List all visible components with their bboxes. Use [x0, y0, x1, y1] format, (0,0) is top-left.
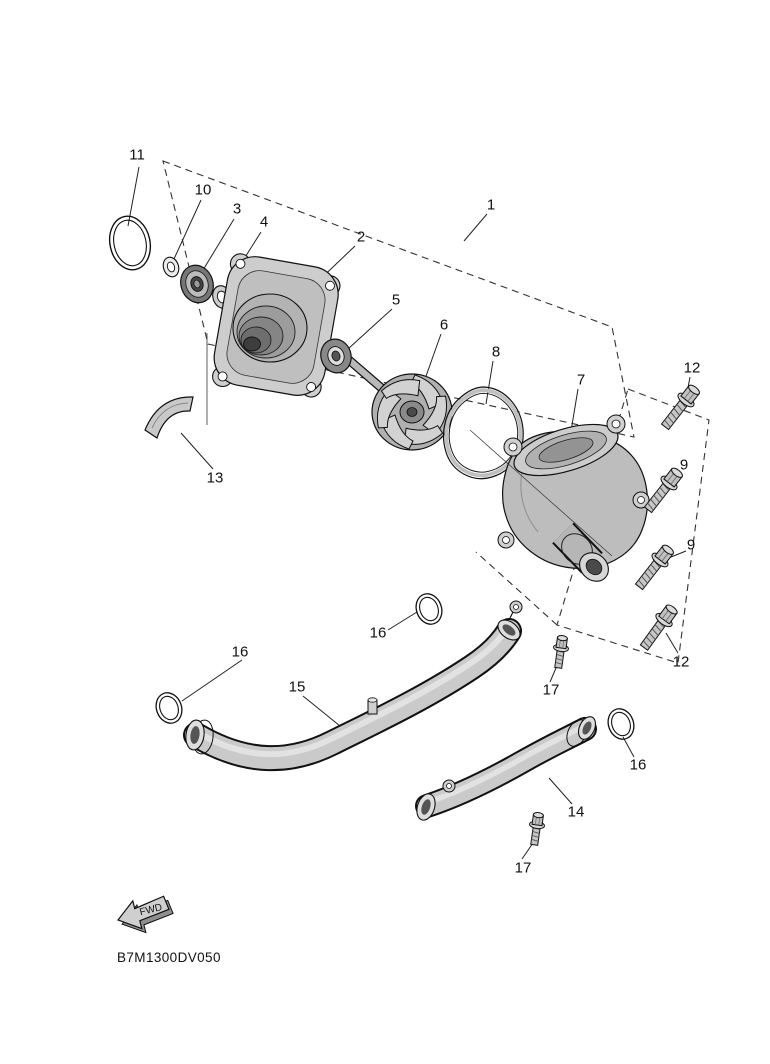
drawing-code: B7M1300DV050 — [117, 950, 221, 965]
callout-1: 1 — [486, 196, 496, 214]
fwd-arrow: FWD — [117, 895, 174, 934]
callout-10: 10 — [194, 181, 212, 199]
part-7-housing-drawing — [469, 414, 650, 582]
callout-5: 5 — [391, 291, 401, 309]
callout-9-b: 9 — [686, 536, 696, 554]
callout-13: 13 — [206, 469, 224, 487]
callout-4: 4 — [259, 213, 269, 231]
part-6-impeller-drawing — [371, 373, 453, 451]
part-2-cover-drawing — [212, 253, 341, 398]
part-17-bolt-top-drawing — [550, 634, 571, 670]
part-17-bolt-bottom-drawing — [526, 811, 547, 847]
callout-12-a: 12 — [683, 359, 701, 377]
part-12-bolt-bottom-drawing — [635, 600, 682, 654]
callout-2: 2 — [356, 228, 366, 246]
callout-16-b: 16 — [231, 643, 249, 661]
callout-17-b: 17 — [514, 859, 532, 877]
callout-17-a: 17 — [542, 681, 560, 699]
part-11-oring-drawing — [108, 215, 152, 271]
callout-8: 8 — [491, 343, 501, 361]
part-16-oring-mid-drawing — [415, 593, 443, 625]
part-16-oring-left-drawing — [155, 692, 183, 724]
callout-3: 3 — [232, 200, 242, 218]
part-13-seal-drawing — [144, 396, 194, 439]
callout-15: 15 — [288, 678, 306, 696]
part-14-pipe-drawing — [415, 716, 597, 821]
part-16-oring-right-drawing — [607, 708, 635, 740]
callout-16-c: 16 — [629, 756, 647, 774]
leader-lines — [127, 166, 691, 860]
part-12-bolt-top-drawing — [657, 381, 704, 434]
part-10-washer-drawing — [162, 256, 180, 278]
callout-16-a: 16 — [369, 624, 387, 642]
callout-7: 7 — [576, 371, 586, 389]
fwd-label: FWD — [139, 902, 164, 918]
callout-11: 11 — [129, 146, 145, 164]
part-8-gasket-drawing — [443, 386, 524, 480]
callout-14: 14 — [567, 803, 585, 821]
part-5-seal-drawing — [320, 338, 352, 374]
callout-12-b: 12 — [672, 653, 690, 671]
callout-6: 6 — [439, 316, 449, 334]
part-9-bolt-bottom-drawing — [631, 541, 678, 594]
callout-9-a: 9 — [679, 456, 689, 474]
part-15-pipe-drawing — [183, 600, 523, 772]
part-3-bearing-drawing — [180, 264, 214, 304]
